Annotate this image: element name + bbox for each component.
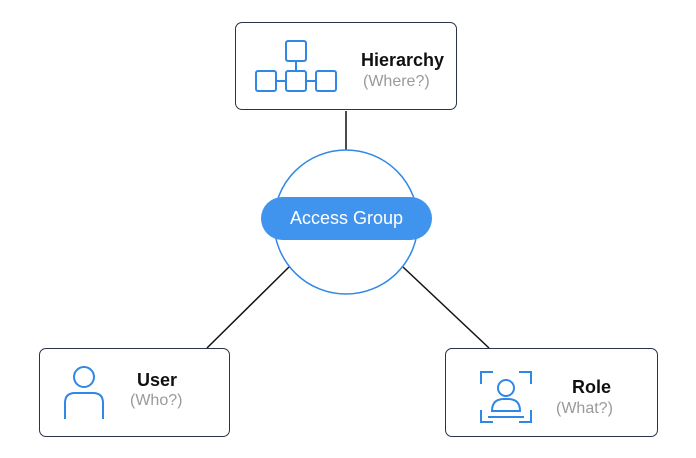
user-icon bbox=[64, 366, 104, 419]
hierarchy-subtitle: (Where?) bbox=[363, 73, 430, 90]
role-subtitle: (What?) bbox=[556, 400, 613, 417]
hierarchy-card: Hierarchy (Where?) bbox=[235, 22, 457, 110]
hierarchy-icon bbox=[255, 40, 337, 92]
user-subtitle: (Who?) bbox=[130, 392, 183, 409]
connector-role bbox=[402, 266, 490, 349]
user-title: User bbox=[137, 370, 178, 390]
role-title: Role bbox=[572, 377, 612, 397]
access-group-pill: Access Group bbox=[261, 197, 432, 240]
role-icon bbox=[480, 371, 532, 423]
role-card: Role (What?) bbox=[445, 348, 658, 437]
user-card: User (Who?) bbox=[39, 348, 230, 437]
hierarchy-title: Hierarchy bbox=[361, 50, 445, 70]
connector-user bbox=[206, 266, 290, 349]
